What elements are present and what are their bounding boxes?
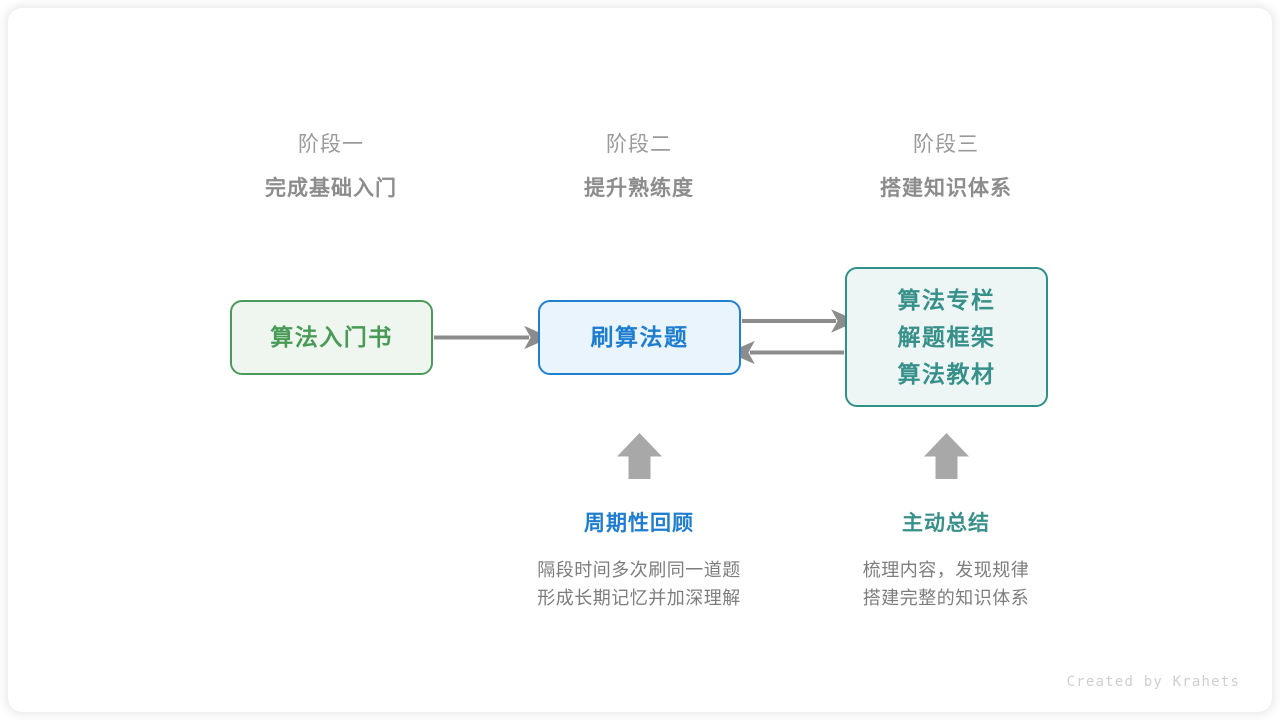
note-review-body-line-1: 隔段时间多次刷同一道题 <box>537 560 741 580</box>
node-resources-line-2: 解题框架 <box>897 323 996 350</box>
node-practice-label: 刷算法题 <box>590 324 689 350</box>
stage-3-subtitle: 阶段三 <box>913 133 979 156</box>
node-practice-problems[interactable]: 刷算法题 <box>538 300 741 375</box>
note-periodic-review: 周期性回顾 隔段时间多次刷同一道题 形成长期记忆并加深理解 <box>489 510 789 612</box>
arrow-summary-to-resources <box>924 433 969 479</box>
arrow-review-to-practice <box>617 433 662 479</box>
node-resources-line-1: 算法专栏 <box>897 286 996 313</box>
stage-header-3: 阶段三 搭建知识体系 <box>816 130 1076 205</box>
note-summary-body-line-1: 梳理内容，发现规律 <box>862 560 1030 580</box>
node-book-label: 算法入门书 <box>270 324 393 350</box>
note-summary-title: 主动总结 <box>902 512 990 535</box>
note-review-body: 隔段时间多次刷同一道题 形成长期记忆并加深理解 <box>489 556 789 612</box>
note-summary-body: 梳理内容，发现规律 搭建完整的知识体系 <box>796 556 1096 612</box>
stage-header-1: 阶段一 完成基础入门 <box>201 130 461 205</box>
node-resources-line-3: 算法教材 <box>897 360 996 387</box>
stage-1-subtitle: 阶段一 <box>298 133 364 156</box>
note-summary-body-line-2: 搭建完整的知识体系 <box>862 588 1030 608</box>
stage-2-subtitle: 阶段二 <box>606 133 672 156</box>
node-learning-resources[interactable]: 算法专栏 解题框架 算法教材 <box>845 267 1048 407</box>
credit-text: Created by Krahets <box>1066 674 1240 690</box>
node-algorithm-intro-book[interactable]: 算法入门书 <box>230 300 433 375</box>
note-review-title: 周期性回顾 <box>584 512 694 535</box>
stage-header-2: 阶段二 提升熟练度 <box>509 130 769 205</box>
note-active-summary: 主动总结 梳理内容，发现规律 搭建完整的知识体系 <box>796 510 1096 612</box>
stage-1-title: 完成基础入门 <box>265 177 397 200</box>
note-review-body-line-2: 形成长期记忆并加深理解 <box>537 588 741 608</box>
stage-2-title: 提升熟练度 <box>584 177 694 200</box>
stage-3-title: 搭建知识体系 <box>880 177 1012 200</box>
